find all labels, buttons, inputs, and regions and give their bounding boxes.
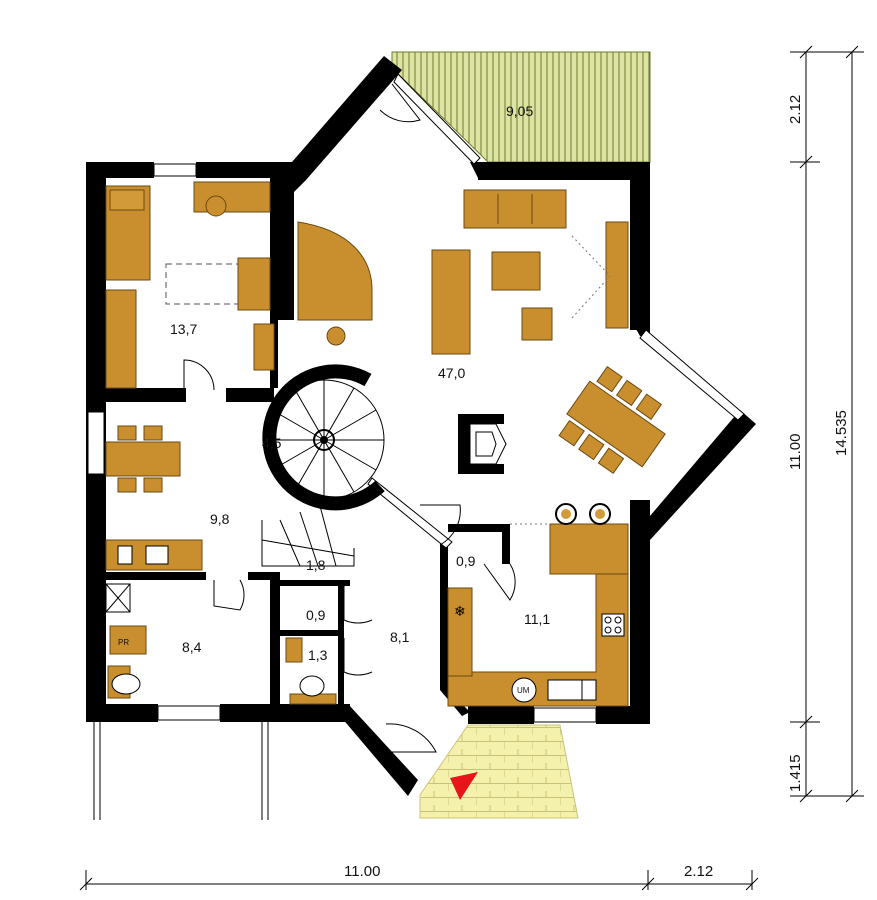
room-area-dining: 9,8 — [210, 511, 230, 527]
dimension-height-bottom: 1.415 — [787, 754, 804, 792]
sink — [547, 679, 585, 701]
dining-table — [558, 365, 666, 475]
desk — [193, 181, 271, 213]
room-area-kitchen: 11,1 — [524, 611, 550, 627]
entry-marker-icon — [450, 772, 478, 800]
stove — [601, 613, 625, 637]
foldout-bed — [165, 263, 239, 305]
piano-stool — [326, 326, 346, 346]
armchair — [237, 257, 271, 311]
dimension-width-extra: 2.12 — [684, 863, 713, 880]
walls — [86, 56, 756, 796]
dishwasher — [511, 677, 537, 703]
pouf — [521, 307, 553, 341]
table — [105, 441, 181, 477]
chair — [205, 195, 227, 217]
coffee-table — [491, 251, 541, 291]
bedroom-furniture — [105, 181, 275, 389]
sofa-left — [431, 249, 471, 355]
spiral-staircase — [261, 364, 385, 567]
piano — [297, 221, 373, 321]
snowflake-icon: ❄ — [454, 603, 466, 619]
washer — [109, 625, 147, 655]
toilet-fixtures — [285, 637, 337, 705]
dimension-width-main: 11.00 — [344, 863, 380, 880]
room-area-living: 47,0 — [438, 365, 465, 381]
room-area-bathroom: 8,4 — [182, 639, 202, 655]
room-area-hall: 8,1 — [390, 629, 410, 645]
entry-tiles — [419, 724, 579, 819]
tv-cabinet — [605, 221, 629, 329]
bar-counter — [549, 523, 629, 575]
dishwasher-label: UM — [517, 686, 530, 695]
windows — [367, 73, 745, 549]
pillow — [109, 189, 145, 211]
shelf — [253, 323, 275, 371]
room-area-pantry: 0,9 — [456, 553, 476, 569]
dining-furniture — [105, 425, 203, 571]
wardrobe — [105, 289, 137, 389]
room-area-stair: 4,5 — [262, 435, 282, 451]
dimension-right: 2.12 11.00 1.415 14.535 — [787, 45, 864, 803]
dimension-height-top: 2.12 — [787, 95, 804, 124]
room-area-landing: 1,8 — [306, 557, 326, 573]
washer-label: PR — [118, 638, 129, 647]
outdoor-lines — [93, 722, 269, 820]
dimension-bottom: 11.00 2.12 — [79, 863, 759, 891]
bathroom-fixtures — [105, 583, 147, 699]
room-area-toilet: 1,3 — [308, 647, 328, 663]
sofa-top — [463, 189, 567, 229]
room-area-bedroom: 13,7 — [170, 321, 197, 337]
room-area-terrace: 9,05 — [506, 103, 533, 119]
dimension-height-middle: 11.00 — [787, 434, 804, 470]
room-area-storage: 0,9 — [306, 607, 326, 623]
fridge — [447, 587, 473, 677]
living-furniture — [297, 189, 666, 475]
kitchen-fixtures: ❄ — [447, 503, 629, 707]
toilet-bowl — [111, 673, 141, 695]
doors — [183, 83, 516, 753]
dimension-height-total: 14.535 — [833, 410, 850, 456]
